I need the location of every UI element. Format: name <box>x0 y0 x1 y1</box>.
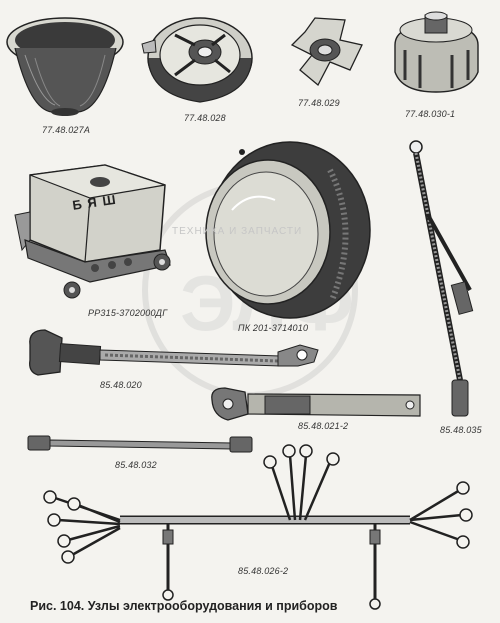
straight-cable-part <box>27 435 253 453</box>
ring-part <box>141 17 253 103</box>
battery-strap-part <box>211 387 421 421</box>
label-cable2: 85.48.021-2 <box>298 421 349 431</box>
regulator-part <box>14 164 171 299</box>
regulator-letters: БЯШ <box>71 191 122 213</box>
figure-caption: Рис. 104. Узлы электрооборудования и при… <box>30 599 338 613</box>
label-p3: 77.48.029 <box>298 98 340 108</box>
cone-part <box>6 17 124 116</box>
label-cable4: 85.48.035 <box>440 425 482 435</box>
label-regulator: РР315-3702000ДГ <box>88 308 168 318</box>
cable-boot-part <box>29 329 319 376</box>
label-cable3: 85.48.032 <box>115 460 157 470</box>
fan-part <box>290 17 363 87</box>
knob-part <box>394 11 479 93</box>
label-cable1: 85.48.020 <box>100 380 142 390</box>
label-p1: 77.48.027А <box>42 125 91 135</box>
wiring-harness-part <box>43 444 473 610</box>
label-p4: 77.48.030-1 <box>405 109 456 119</box>
label-p2: 77.48.028 <box>184 113 226 123</box>
lamp-part <box>205 141 371 319</box>
label-harness: 85.48.026-2 <box>238 566 289 576</box>
watermark-text: ТЕХНИКА И ЗАПЧАСТИ <box>172 226 303 237</box>
long-cable-part <box>409 140 474 417</box>
label-lamp: ПК 201-3714010 <box>238 323 309 333</box>
